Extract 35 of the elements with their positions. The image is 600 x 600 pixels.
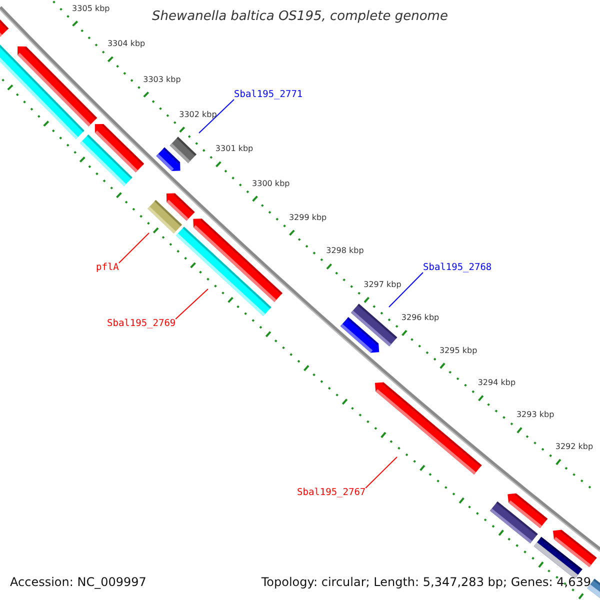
- gene-label: Sbal195_2769: [107, 319, 176, 328]
- gene-feature: [166, 193, 195, 221]
- scale-label: 3299 kbp: [288, 214, 327, 222]
- scale-label: 3302 kbp: [179, 110, 217, 119]
- gene-label: Sbal195_2767: [297, 488, 366, 498]
- leader-line: [365, 456, 398, 488]
- diagram-title: Shewanella baltica OS195, complete genome: [152, 10, 448, 23]
- leader-line: [118, 232, 150, 264]
- gene-feature: [193, 218, 282, 302]
- gene-feature: [340, 317, 380, 353]
- scale-label: 3297 kbp: [364, 280, 402, 289]
- scale-label: 3300 kbp: [252, 180, 290, 188]
- leader-line: [175, 288, 208, 320]
- scale-label: 3305 kbp: [72, 4, 110, 13]
- gene-label: Sbal195_2771: [234, 90, 303, 100]
- scale-label: 3298 kbp: [326, 247, 364, 256]
- gene-feature: [552, 530, 597, 568]
- gene-feature: [0, 20, 9, 37]
- gene-label: pflA: [96, 263, 119, 272]
- scale-label: 3301 kbp: [215, 145, 254, 154]
- gene-feature: [508, 493, 548, 528]
- gene-feature: [156, 147, 180, 171]
- gene-feature: [18, 46, 98, 126]
- genome-stats-text: Topology: circular; Length: 5,347,283 bp; Genes: 4,639: [261, 576, 591, 588]
- gene-feature: [94, 124, 144, 172]
- gene-label: Sbal195_2768: [423, 263, 492, 272]
- scale-label: 3293 kbp: [516, 411, 554, 420]
- scale-label: 3304 kbp: [107, 40, 146, 48]
- scale-label: 3296 kbp: [401, 314, 440, 322]
- scale-label: 3292 kbp: [555, 443, 594, 451]
- accession-text: Accession: NC_009997: [10, 576, 146, 588]
- leader-line: [388, 272, 424, 308]
- scale-label: 3295 kbp: [439, 346, 478, 355]
- scale-label: 3294 kbp: [478, 379, 516, 388]
- scale-label: 3303 kbp: [143, 76, 181, 84]
